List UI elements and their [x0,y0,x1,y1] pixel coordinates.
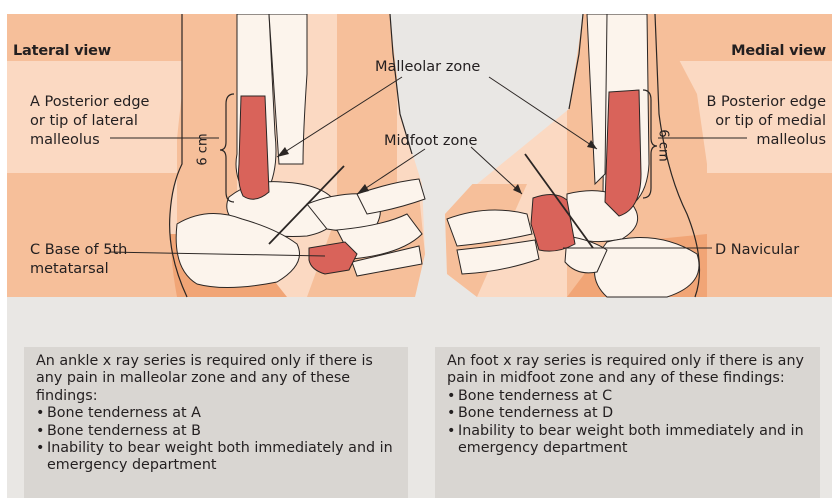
lateral-measure-label: 6 cm [194,133,213,165]
medial-measure-label: 6 cm [654,129,673,161]
malleolar-zone-label: Malleolar zone [375,58,480,77]
ankle-criteria-list: •Bone tenderness at A •Bone tenderness a… [36,405,398,475]
ankle-criteria-box: An ankle x ray series is required only i… [24,347,408,498]
list-item: •Bone tenderness at A [36,405,398,422]
list-item: •Bone tenderness at C [447,388,810,405]
fifth-metatarsal-highlight [309,242,357,274]
list-item: •Inability to bear weight both immediate… [36,440,398,475]
medial-view-title: Medial view [731,43,826,59]
foot-criteria-box: An foot x ray series is required only if… [435,347,820,498]
label-a: A Posterior edge or tip of lateral malle… [30,93,180,150]
medial-malleolus-highlight [605,90,641,216]
lateral-malleolus-highlight [239,96,270,199]
lateral-view-title: Lateral view [13,43,111,59]
foot-criteria-list: •Bone tenderness at C •Bone tenderness a… [447,388,810,458]
label-c: C Base of 5th metatarsal [30,241,140,279]
midfoot-zone-label: Midfoot zone [384,132,477,151]
list-item: •Inability to bear weight both immediate… [447,423,810,458]
list-item: •Bone tenderness at B [36,423,398,440]
list-item: •Bone tenderness at D [447,405,810,422]
foot-criteria-intro: An foot x ray series is required only if… [447,353,810,388]
figure-panel: Lateral view Medial view Malleolar zone … [7,14,832,498]
ankle-criteria-intro: An ankle x ray series is required only i… [36,353,398,405]
label-d: D Navicular [715,241,799,260]
label-b: B Posterior edge or tip of medial malleo… [676,93,826,150]
